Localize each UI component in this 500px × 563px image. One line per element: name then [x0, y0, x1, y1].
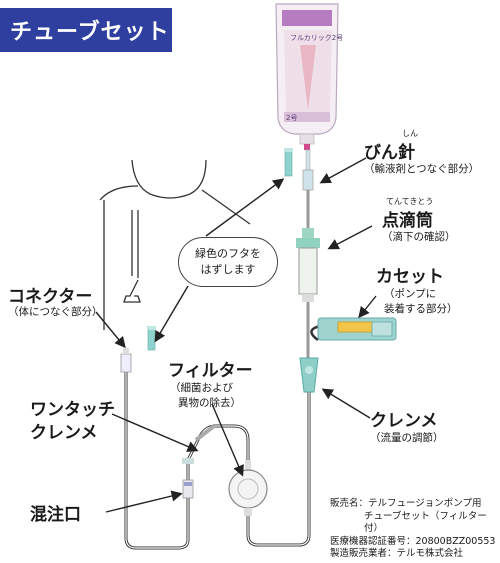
- connector-desc: （体につなぐ部分）: [8, 306, 103, 318]
- maker-line-2: チューブセット（フィルター付）: [364, 510, 487, 535]
- patient-figure: [99, 159, 251, 330]
- vial-needle-label: びん針: [364, 143, 415, 163]
- connector: [120, 348, 132, 373]
- pointer-arrows: [95, 157, 377, 513]
- roller-clamp: [299, 357, 319, 393]
- drip-chamber-ruby: てんてきとう: [386, 197, 434, 206]
- note-line-2: はずします: [200, 263, 256, 276]
- injection-port: [182, 479, 194, 499]
- title-banner: チューブセット: [0, 8, 172, 52]
- drip-chamber-desc: （滴下の確認）: [382, 231, 456, 243]
- cassette-label: カセット: [376, 267, 444, 287]
- drip-chamber-label: 点滴筒: [382, 211, 433, 231]
- maker-line-4: 製造販売業者：テルモ株式会社: [330, 548, 464, 559]
- green-cap-needle: [284, 148, 293, 177]
- filter-label: フィルター: [168, 361, 253, 381]
- infusion-bag: フルカリック2号 2号: [275, 3, 343, 150]
- vial-needle: [302, 149, 314, 191]
- injection-port-label: 混注口: [30, 505, 81, 525]
- green-cap-connector: [147, 326, 156, 351]
- cassette: [310, 317, 397, 342]
- clamp-label: クレンメ: [370, 411, 438, 431]
- note-line-1: 緑色のフタを: [195, 247, 261, 260]
- vial-needle-ruby: しん: [402, 129, 418, 138]
- manufacturer-info: 販売名：テルフュージョンポンプ用 チューブセット（フィルター付） 医療機器認証番…: [330, 498, 500, 561]
- cassette-desc-2: 装着する部分）: [384, 303, 458, 315]
- clamp-desc: （流量の調節）: [370, 432, 444, 444]
- note-bubble: 緑色のフタを はずします: [178, 237, 278, 287]
- filter: [228, 460, 268, 516]
- filter-desc-2: 異物の除去）: [178, 397, 241, 409]
- page-title: チューブセット: [10, 20, 170, 45]
- one-touch-clamp-label-1: ワンタッチ: [30, 400, 115, 420]
- connector-label: コネクター: [8, 287, 93, 307]
- filter-desc-1: （細菌および: [170, 382, 233, 394]
- vial-needle-desc: （輸液剤とつなぐ部分）: [364, 163, 480, 175]
- drip-chamber: [296, 228, 320, 302]
- maker-line-1: 販売名：テルフュージョンポンプ用: [330, 498, 482, 509]
- one-touch-clamp-label-2: クレンメ: [30, 423, 98, 443]
- bag-label-2: 2号: [286, 114, 297, 122]
- cassette-desc-1: （ポンプに: [384, 288, 437, 300]
- one-touch-clamp: [182, 424, 216, 464]
- bag-label: フルカリック2号: [290, 34, 343, 42]
- maker-line-3: 医療機器認証番号：20800BZZ00553: [330, 535, 496, 547]
